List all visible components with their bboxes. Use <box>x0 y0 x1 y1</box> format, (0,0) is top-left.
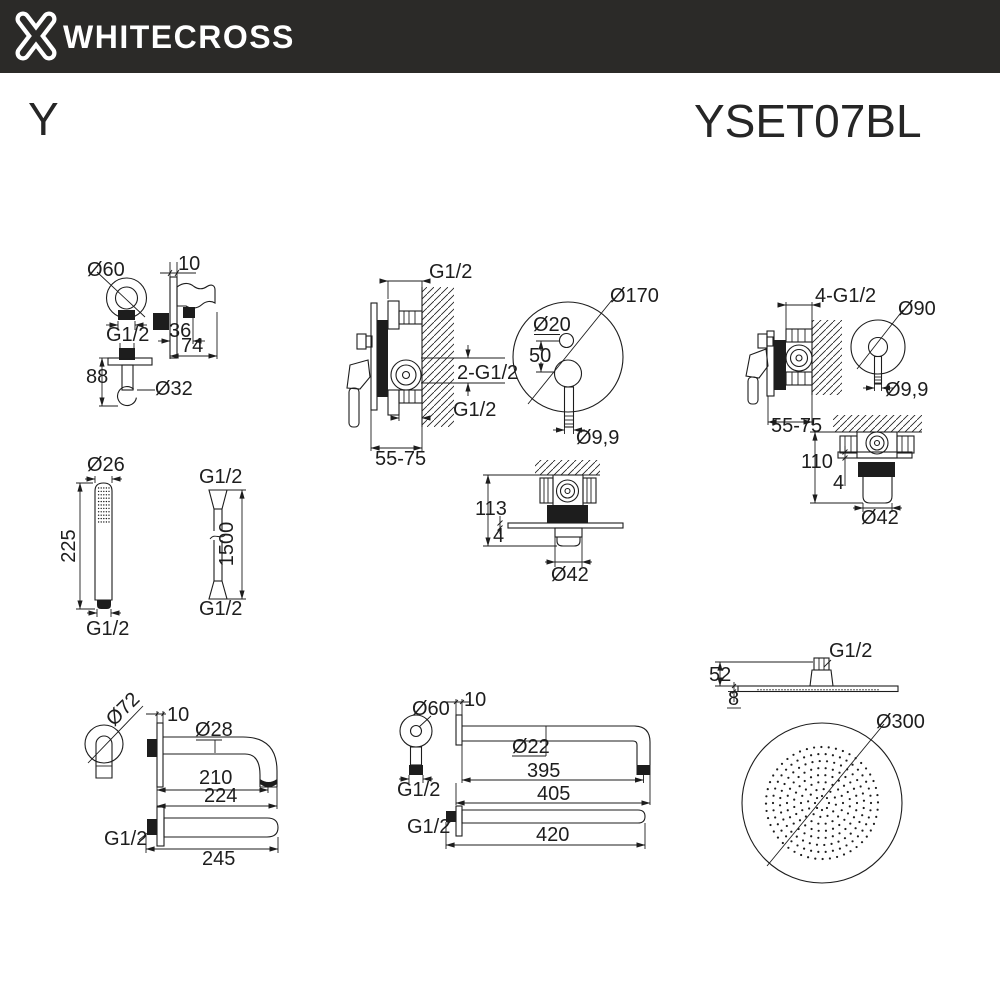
head-edge-thickness-label: 8 <box>728 688 739 710</box>
thermo-plate-diameter-label: Ø90 <box>898 298 936 320</box>
spout-reach-label: 210 <box>199 767 232 789</box>
handshower-length-label: 225 <box>58 529 80 562</box>
head-plate-nozzles <box>757 689 879 691</box>
spout-drawing: Ø72 10 Ø28 210 224 G1/2 245 <box>84 688 279 870</box>
thermo-handle-diameter-label: Ø9,9 <box>885 379 928 401</box>
arm-drawing: Ø60 G1/2 10 Ø22 395 405 G1/2 <box>397 689 651 849</box>
holder-total-depth-label: 74 <box>181 335 203 357</box>
mixer-button-diameter-label: Ø20 <box>533 314 571 336</box>
mixer-handle-diameter-label: Ø9,9 <box>576 427 619 449</box>
hose-length-label: 1500 <box>216 522 238 567</box>
spout-flange-diameter-label: Ø72 <box>102 688 144 730</box>
head-arm-height-label: 52 <box>709 664 731 686</box>
brand-name: WHITECROSS <box>63 19 295 55</box>
thermo-top-drawing: 110 4 Ø42 <box>801 415 922 529</box>
mixer-plate-diameter-label: Ø170 <box>610 285 659 307</box>
mixer-side-drawing: G1/2 2-G1/2 G1/2 55-75 <box>346 261 518 470</box>
holder-thread-label: G1/2 <box>106 324 149 346</box>
arm-thread-front-label: G1/2 <box>397 779 440 801</box>
whitecross-logo-icon <box>15 11 57 61</box>
mixer-mount-depth-label: 55-75 <box>375 448 426 470</box>
arm-straight-length-label: 420 <box>536 824 569 846</box>
arm-total-reach-label: 405 <box>537 783 570 805</box>
holder-plate-depth-label: 10 <box>178 253 200 275</box>
head-drawing: G1/2 52 8 Ø300 <box>709 640 925 884</box>
handshower-thread-label: G1/2 <box>86 618 129 640</box>
thermo-trim-diameter-label: Ø42 <box>861 507 899 529</box>
thermo-side-drawing: 4-G1/2 55-75 <box>745 285 876 437</box>
header-bar: WHITECROSS <box>0 0 1000 73</box>
thermo-depth-label: 110 <box>801 451 833 473</box>
mixer-top-drawing: 113 4 Ø42 <box>475 460 624 586</box>
mixer-trim-diameter-label: Ø42 <box>551 564 589 586</box>
spout-thread-label: G1/2 <box>104 828 147 850</box>
holder-hook-diameter-label: Ø32 <box>155 378 193 400</box>
hose-thread-bottom-label: G1/2 <box>199 598 242 620</box>
mixer-bottom-thread-label: G1/2 <box>453 399 496 421</box>
head-diameter-label: Ø300 <box>876 711 925 733</box>
spout-flange-depth-label: 10 <box>167 704 189 726</box>
arm-flange-diameter-label: Ø60 <box>412 698 450 720</box>
series-title: Y <box>28 93 59 145</box>
arm-thread-side-label: G1/2 <box>407 816 450 838</box>
mixer-wall-thread-label: G1/2 <box>429 261 472 283</box>
arm-reach-label: 395 <box>527 760 560 782</box>
mixer-spacing-label: 50 <box>529 345 551 367</box>
handshower-diameter-label: Ø26 <box>87 454 125 476</box>
head-thread-label: G1/2 <box>829 640 872 662</box>
mixer-outlet-threads-label: 2-G1/2 <box>457 362 518 384</box>
arm-tube-diameter-label: Ø22 <box>512 736 550 758</box>
mixer-plate-thickness-label: 4 <box>493 525 504 547</box>
spout-total-reach-label: 224 <box>204 785 237 807</box>
holder-front-diameter-label: Ø60 <box>87 259 125 281</box>
holder-drawing: Ø60 G1/2 88 Ø32 10 36 <box>86 253 218 407</box>
spout-straight-length-label: 245 <box>202 848 235 870</box>
mixer-depth-label: 113 <box>475 498 507 520</box>
holder-hook-depth-label: 36 <box>169 320 191 342</box>
thermo-front-drawing: Ø90 Ø9,9 <box>850 298 936 401</box>
head-face-nozzles <box>764 745 880 861</box>
arm-flange-depth-label: 10 <box>464 689 486 711</box>
mixer-front-drawing: Ø170 Ø20 50 Ø9,9 <box>512 285 659 449</box>
model-code: YSET07BL <box>694 95 922 147</box>
hose-drawing: G1/2 G1/2 1500 <box>199 466 246 620</box>
handshower-drawing: Ø26 225 G1/2 <box>58 454 129 640</box>
holder-height-label: 88 <box>86 366 108 388</box>
handshower-spray-face <box>97 487 110 523</box>
thermo-threads-label: 4-G1/2 <box>815 285 876 307</box>
hose-thread-top-label: G1/2 <box>199 466 242 488</box>
thermo-plate-thickness-label: 4 <box>833 472 844 494</box>
spout-tube-diameter-label: Ø28 <box>195 719 233 741</box>
thermo-mount-depth-label: 55-75 <box>771 415 822 437</box>
